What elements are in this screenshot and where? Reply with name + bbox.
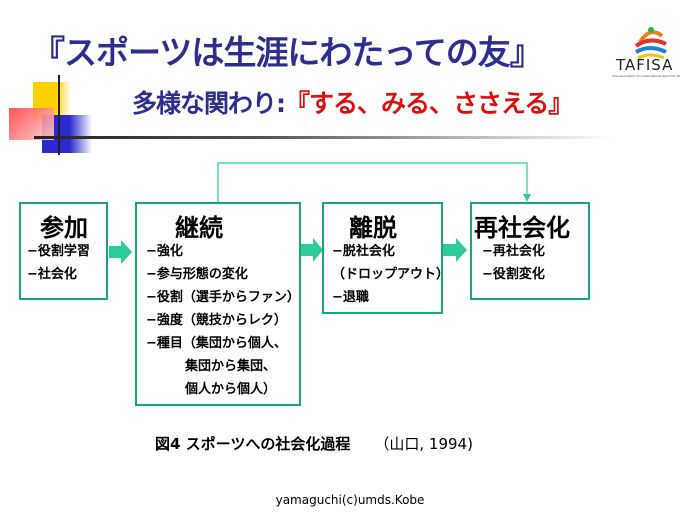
footer-credit: yamaguchi(c)umds.Kobe <box>275 493 425 507</box>
stage-box-withdrawal: 離脱 −脱社会化 （ドロップアウト） −退職 <box>322 202 449 314</box>
stage-item: −脱社会化 <box>332 244 395 259</box>
tafisa-emblem-icon <box>634 27 667 60</box>
stage-title: 離脱 <box>349 214 397 242</box>
stage-item: −退職 <box>332 290 369 305</box>
slide-title: 『スポーツは生涯にわたっての友』 <box>32 33 543 72</box>
tafisa-logo: TAFISA The Association For International… <box>610 22 690 80</box>
stage-items: −脱社会化 （ドロップアウト） −退職 <box>332 240 449 309</box>
stage-item: −参与形態の変化 <box>146 267 248 282</box>
figure-caption: 図4 スポーツへの社会化過程 （山口, 1994) <box>155 433 473 454</box>
arrow-2-3 <box>301 238 323 262</box>
stage-box-resocialization: 再社会化 −再社会化 −役割変化 <box>470 202 590 300</box>
stage-box-participation: 参加 −役割学習 −社会化 <box>19 202 108 300</box>
stage-item: −社会化 <box>27 267 77 282</box>
stage-item: （ドロップアウト） <box>332 267 450 282</box>
slide-subtitle: 多様な関わり:『する、みる、ささえる』 <box>132 84 573 120</box>
stage-item: −役割学習 <box>27 244 90 259</box>
caption-citation: （山口, 1994) <box>374 435 473 453</box>
stage-items: −再社会化 −役割変化 <box>482 240 545 286</box>
stage-item: −強度（競技からレク） <box>146 313 287 328</box>
stage-item: −役割（選手からファン） <box>146 290 300 305</box>
stage-title: 継続 <box>175 214 223 242</box>
divider-line <box>34 136 614 139</box>
stage-item: −種目（集団から個人、 <box>146 336 287 351</box>
logo-text: TAFISA <box>616 56 674 74</box>
stage-items: −役割学習 −社会化 <box>27 240 90 286</box>
return-connector-line <box>217 162 528 202</box>
stage-item: 集団から集団、 <box>146 359 277 374</box>
stage-title: 再社会化 <box>474 214 570 242</box>
arrow-3-4 <box>443 238 467 262</box>
decor-red-square <box>9 108 54 140</box>
decor-vertical-line <box>58 75 60 155</box>
arrow-1-2 <box>109 240 132 264</box>
caption-label: 図4 スポーツへの社会化過程 <box>155 435 351 453</box>
stage-box-continuation: 継続 −強化 −参与形態の変化 −役割（選手からファン） −強度（競技からレク）… <box>135 202 301 406</box>
stage-item: −役割変化 <box>482 267 545 282</box>
stage-item: −強化 <box>146 244 183 259</box>
stage-item: −再社会化 <box>482 244 545 259</box>
subtitle-prefix: 多様な関わり: <box>132 89 286 118</box>
stage-item: 個人から個人） <box>146 382 277 397</box>
subtitle-highlight: 『する、みる、ささえる』 <box>285 89 573 118</box>
stage-items: −強化 −参与形態の変化 −役割（選手からファン） −強度（競技からレク） −種… <box>146 240 300 401</box>
logo-tagline: The Association For International Sport … <box>612 74 681 78</box>
stage-title: 参加 <box>40 214 88 242</box>
return-connector-arrowhead <box>523 194 531 202</box>
